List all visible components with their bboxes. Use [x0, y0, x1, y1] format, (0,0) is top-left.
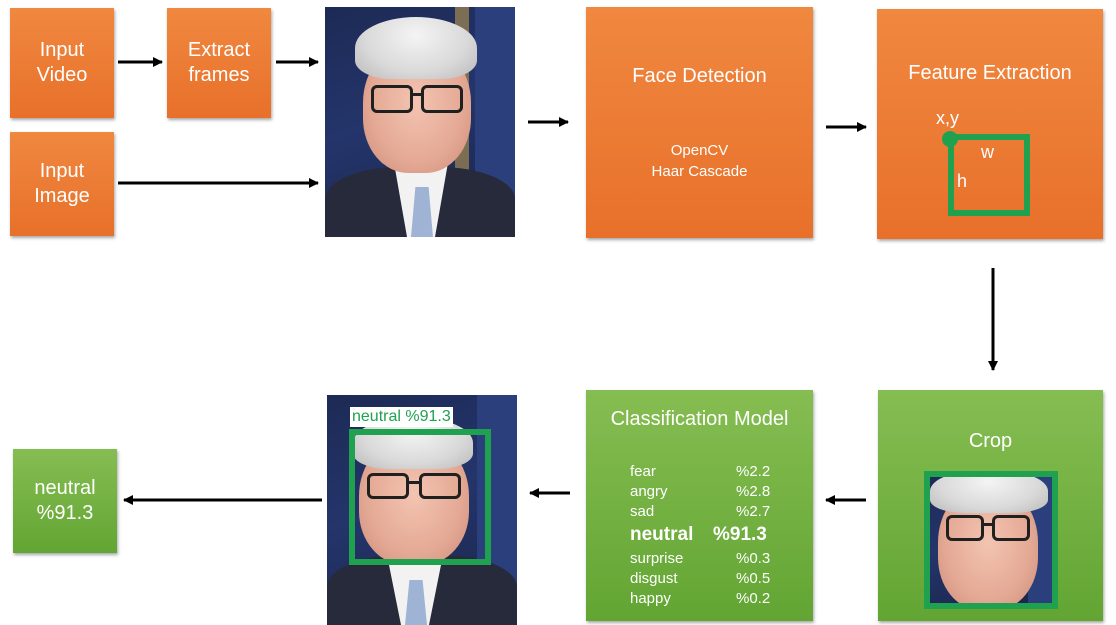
origin-point [942, 131, 958, 147]
input-video-box: Input Video [10, 8, 114, 118]
height-label: h [957, 171, 968, 191]
class-value: %2.7 [736, 503, 771, 520]
face-detection-opencv: OpenCV [670, 142, 729, 159]
extract-frames-label: Extract frames [187, 39, 251, 86]
class-row-surprise: surprise %0.3 [586, 550, 813, 570]
class-row-happy: happy %0.2 [586, 590, 813, 610]
class-value: %2.2 [736, 463, 771, 480]
class-label: sad [630, 503, 655, 520]
coord-label-xy: x,y [936, 108, 960, 128]
input-image-label: Input Image [34, 160, 90, 207]
class-label: happy [630, 590, 671, 607]
class-value: %0.5 [736, 570, 771, 587]
feature-extraction-title: Feature Extraction [908, 62, 1072, 84]
detection-bounding-box [349, 429, 491, 565]
class-label: surprise [630, 550, 684, 567]
result-photo: neutral %91.3 [327, 395, 517, 625]
class-value: %0.3 [736, 550, 771, 567]
output-label: neutral %91.3 [34, 477, 96, 524]
class-value: %2.8 [736, 483, 771, 500]
crop-box: Crop [878, 390, 1103, 621]
crop-bounding-box [924, 471, 1058, 609]
class-row-angry: angry %2.8 [586, 483, 813, 503]
bounding-box-indicator [948, 134, 1030, 216]
class-row-disgust: disgust %0.5 [586, 570, 813, 590]
classification-title: Classification Model [610, 408, 789, 430]
input-image-box: Input Image [10, 132, 114, 236]
face-detection-title: Face Detection [632, 65, 767, 87]
face-detection-box: Face Detection OpenCV Haar Cascade [586, 7, 813, 238]
detection-label: neutral %91.3 [350, 407, 453, 427]
face-detection-haar: Haar Cascade [651, 163, 748, 180]
source-photo [325, 7, 515, 237]
class-label: disgust [630, 570, 678, 587]
class-row-sad: sad %2.7 [586, 503, 813, 523]
class-label: angry [630, 483, 668, 500]
width-label: w [981, 142, 994, 162]
classification-model-box: Classification Model fear %2.2 angry %2.… [586, 390, 813, 621]
extract-frames-box: Extract frames [167, 8, 271, 118]
class-value: %91.3 [713, 524, 767, 545]
output-box: neutral %91.3 [13, 449, 117, 553]
class-label: neutral [630, 524, 694, 545]
class-row-neutral: neutral %91.3 [586, 524, 813, 548]
crop-title: Crop [968, 430, 1013, 452]
input-video-label: Input Video [36, 39, 88, 86]
feature-extraction-box: Feature Extraction x,y w h [877, 9, 1103, 239]
class-row-fear: fear %2.2 [586, 463, 813, 483]
cropped-face-photo [928, 475, 1054, 605]
class-label: fear [630, 463, 656, 480]
class-value: %0.2 [736, 590, 771, 607]
